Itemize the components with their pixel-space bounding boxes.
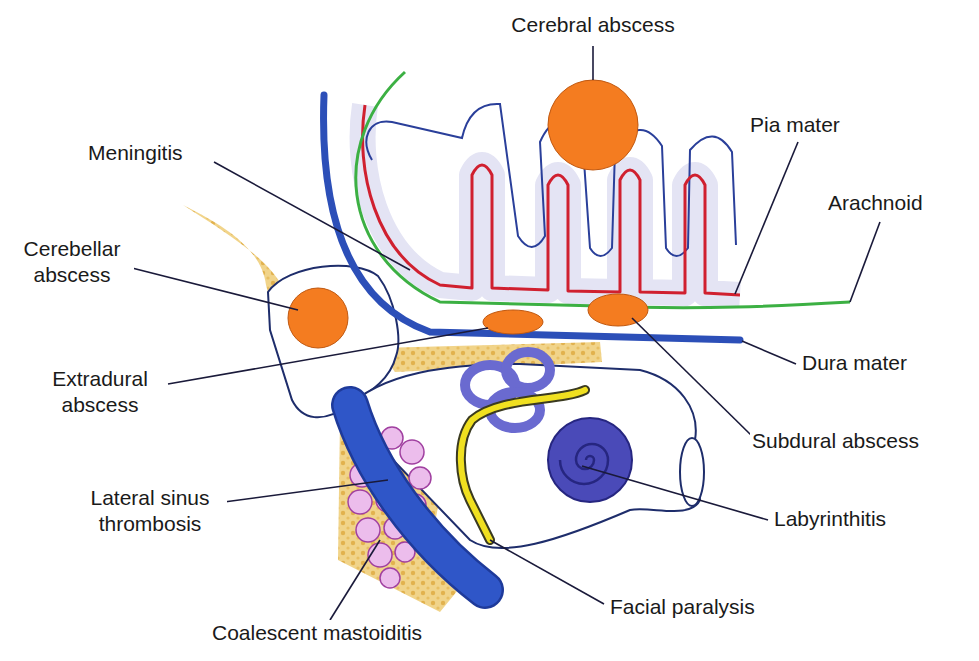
part-label: Extradural abscess — [36, 366, 165, 418]
part-label: Meningitis — [86, 140, 185, 166]
part-label: Facial paralysis — [608, 594, 757, 620]
part-label: Pia mater — [748, 112, 842, 138]
part-label: Coalescent mastoiditis — [210, 620, 424, 646]
part-label: Cerebral abscess — [509, 12, 676, 38]
part-label: Lateral sinus thrombosis — [73, 485, 227, 537]
part-label: Subdural abscess — [750, 428, 921, 454]
part-label: Labyrinthitis — [772, 506, 888, 532]
part-label: Arachnoid — [826, 190, 925, 216]
part-label: Dura mater — [800, 350, 909, 376]
part-label: Cerebellar abscess — [10, 236, 134, 288]
